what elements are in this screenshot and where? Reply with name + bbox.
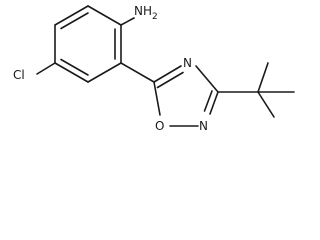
bond-n4-c3 xyxy=(195,65,219,93)
tert-butyl-group xyxy=(217,62,295,118)
double-bond-c3-n2 xyxy=(203,90,213,112)
bond-ring-to-oxadiazole xyxy=(120,62,155,83)
amine-label: NH2 xyxy=(134,4,158,22)
benzene-ring xyxy=(54,5,122,83)
chlorine-label: Cl xyxy=(13,68,25,82)
double-bond-inner-bottom xyxy=(60,58,89,76)
bond-methyl-bottom xyxy=(257,91,275,118)
bond-c2-c3 xyxy=(54,5,89,26)
bond-c3-n2 xyxy=(209,91,219,115)
oxadiazole-ring xyxy=(153,65,219,127)
bond-o1-c5 xyxy=(153,81,161,116)
bond-c4-c5 xyxy=(54,62,89,83)
double-bond-c5-n4 xyxy=(156,71,184,89)
ring-oxygen-label: O xyxy=(155,119,164,133)
chemical-structure: NH2 Cl N O N xyxy=(13,4,295,133)
ring-nitrogen-top-label: N xyxy=(183,56,192,70)
bond-methyl-top xyxy=(257,62,269,93)
bond-ring-to-chlorine xyxy=(36,62,56,75)
double-bond-inner-top xyxy=(60,12,89,30)
bond-c5-c6 xyxy=(87,62,122,83)
bond-c5-n4 xyxy=(153,65,182,83)
bond-ring-to-amine xyxy=(120,17,135,26)
ring-nitrogen-bottom-label: N xyxy=(199,119,208,133)
bond-c1-c2 xyxy=(87,5,122,26)
